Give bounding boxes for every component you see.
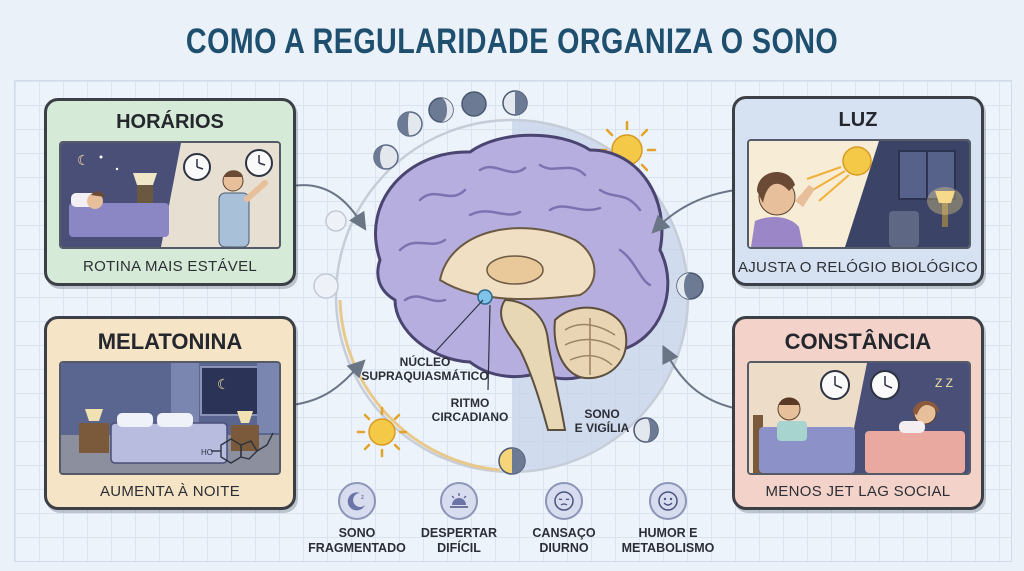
brain-illustration — [374, 133, 670, 431]
card-constancia-title: CONSTÂNCIA — [784, 329, 932, 354]
clock-icon — [245, 149, 273, 177]
moon-phase-icon — [502, 90, 528, 116]
effect-humor-metabolismo: HUMOR E METABOLISMO — [608, 482, 728, 556]
card-luz: LUZ AJUSTA O RELÓGIO BIOLÓGICO — [732, 96, 984, 286]
arrow-luz — [651, 189, 737, 234]
moon-zz-icon: z — [338, 482, 376, 520]
moon-phase-icon — [633, 417, 659, 443]
moon-phase-icon — [373, 144, 399, 170]
effect-cansaco-diurno: CANSAÇO DIURNO — [504, 482, 624, 556]
moon-icon: ☾ — [217, 376, 230, 392]
card-horarios-title: HORÁRIOS — [116, 111, 224, 133]
effect-sono-fragmentado: z SONO FRAGMENTADO — [297, 482, 417, 556]
melatonin-molecule-icon — [211, 432, 274, 464]
card-horarios-caption: ROTINA MAIS ESTÁVEL — [82, 258, 258, 275]
moon-phase-icon — [676, 272, 704, 300]
label-nucleo-supraquiasmatico: NÚCLEO SUPRAQUIASMÁTICO — [361, 355, 489, 383]
moon-phase-icon — [461, 91, 487, 117]
effect-sono-fragmentado-label: SONO FRAGMENTADO — [308, 526, 406, 555]
moon-phase-icon — [428, 97, 454, 123]
clock-icon — [183, 153, 211, 181]
page-title: COMO A REGULARIDADE ORGANIZA O SONO — [185, 22, 839, 61]
effect-despertar-dificil: DESPERTAR DIFÍCIL — [399, 482, 519, 556]
orbit-marker — [313, 273, 339, 299]
day-arc — [338, 299, 501, 472]
arrow-melatonina — [291, 359, 366, 406]
card-luz-title: LUZ — [838, 109, 878, 131]
moon-icon: ☾ — [77, 152, 90, 168]
sunrise-icon — [440, 482, 478, 520]
moon-phase-icon — [397, 111, 423, 137]
arrow-horarios — [291, 184, 367, 231]
card-luz-illustration — [747, 139, 971, 249]
orbit-marker — [325, 210, 347, 232]
card-constancia: CONSTÂNCIA Z Z ME — [732, 316, 984, 510]
card-constancia-illustration: Z Z — [747, 361, 971, 475]
card-constancia-caption: MENOS JET LAG SOCIAL — [765, 483, 951, 500]
card-luz-caption: AJUSTA O RELÓGIO BIOLÓGICO — [737, 259, 979, 276]
card-horarios: HORÁRIOS ☾ — [44, 98, 296, 286]
svg-text:HO: HO — [201, 448, 213, 457]
card-horarios-illustration: ☾ — [59, 141, 281, 249]
label-ritmo-circadiano: RITMO CIRCADIANO — [431, 396, 509, 424]
sun-icon — [356, 406, 408, 458]
effect-humor-metabolismo-label: HUMOR E METABOLISMO — [621, 526, 715, 555]
moon-phase-icon — [498, 447, 526, 475]
svg-text:z: z — [361, 495, 364, 501]
card-melatonina: MELATONINA ☾ HO AUMENTA À N — [44, 316, 296, 510]
arrow-constancia — [662, 344, 735, 409]
label-sono-e-vigilia: SONO E VIGÍLIA — [574, 407, 630, 435]
card-melatonina-illustration: ☾ HO — [59, 361, 281, 475]
effect-despertar-dificil-label: DESPERTAR DIFÍCIL — [420, 526, 498, 555]
pointer-line — [434, 299, 484, 353]
svg-text:Z Z: Z Z — [935, 376, 953, 390]
tired-face-icon — [545, 482, 583, 520]
clock-icon — [820, 370, 850, 400]
effect-cansaco-diurno-label: CANSAÇO DIURNO — [532, 526, 596, 555]
card-melatonina-caption: AUMENTA À NOITE — [99, 483, 241, 500]
clock-icon — [870, 370, 900, 400]
card-melatonina-title: MELATONINA — [97, 329, 243, 354]
sun-icon — [842, 146, 872, 176]
pointer-line — [487, 304, 491, 391]
smile-face-icon — [649, 482, 687, 520]
